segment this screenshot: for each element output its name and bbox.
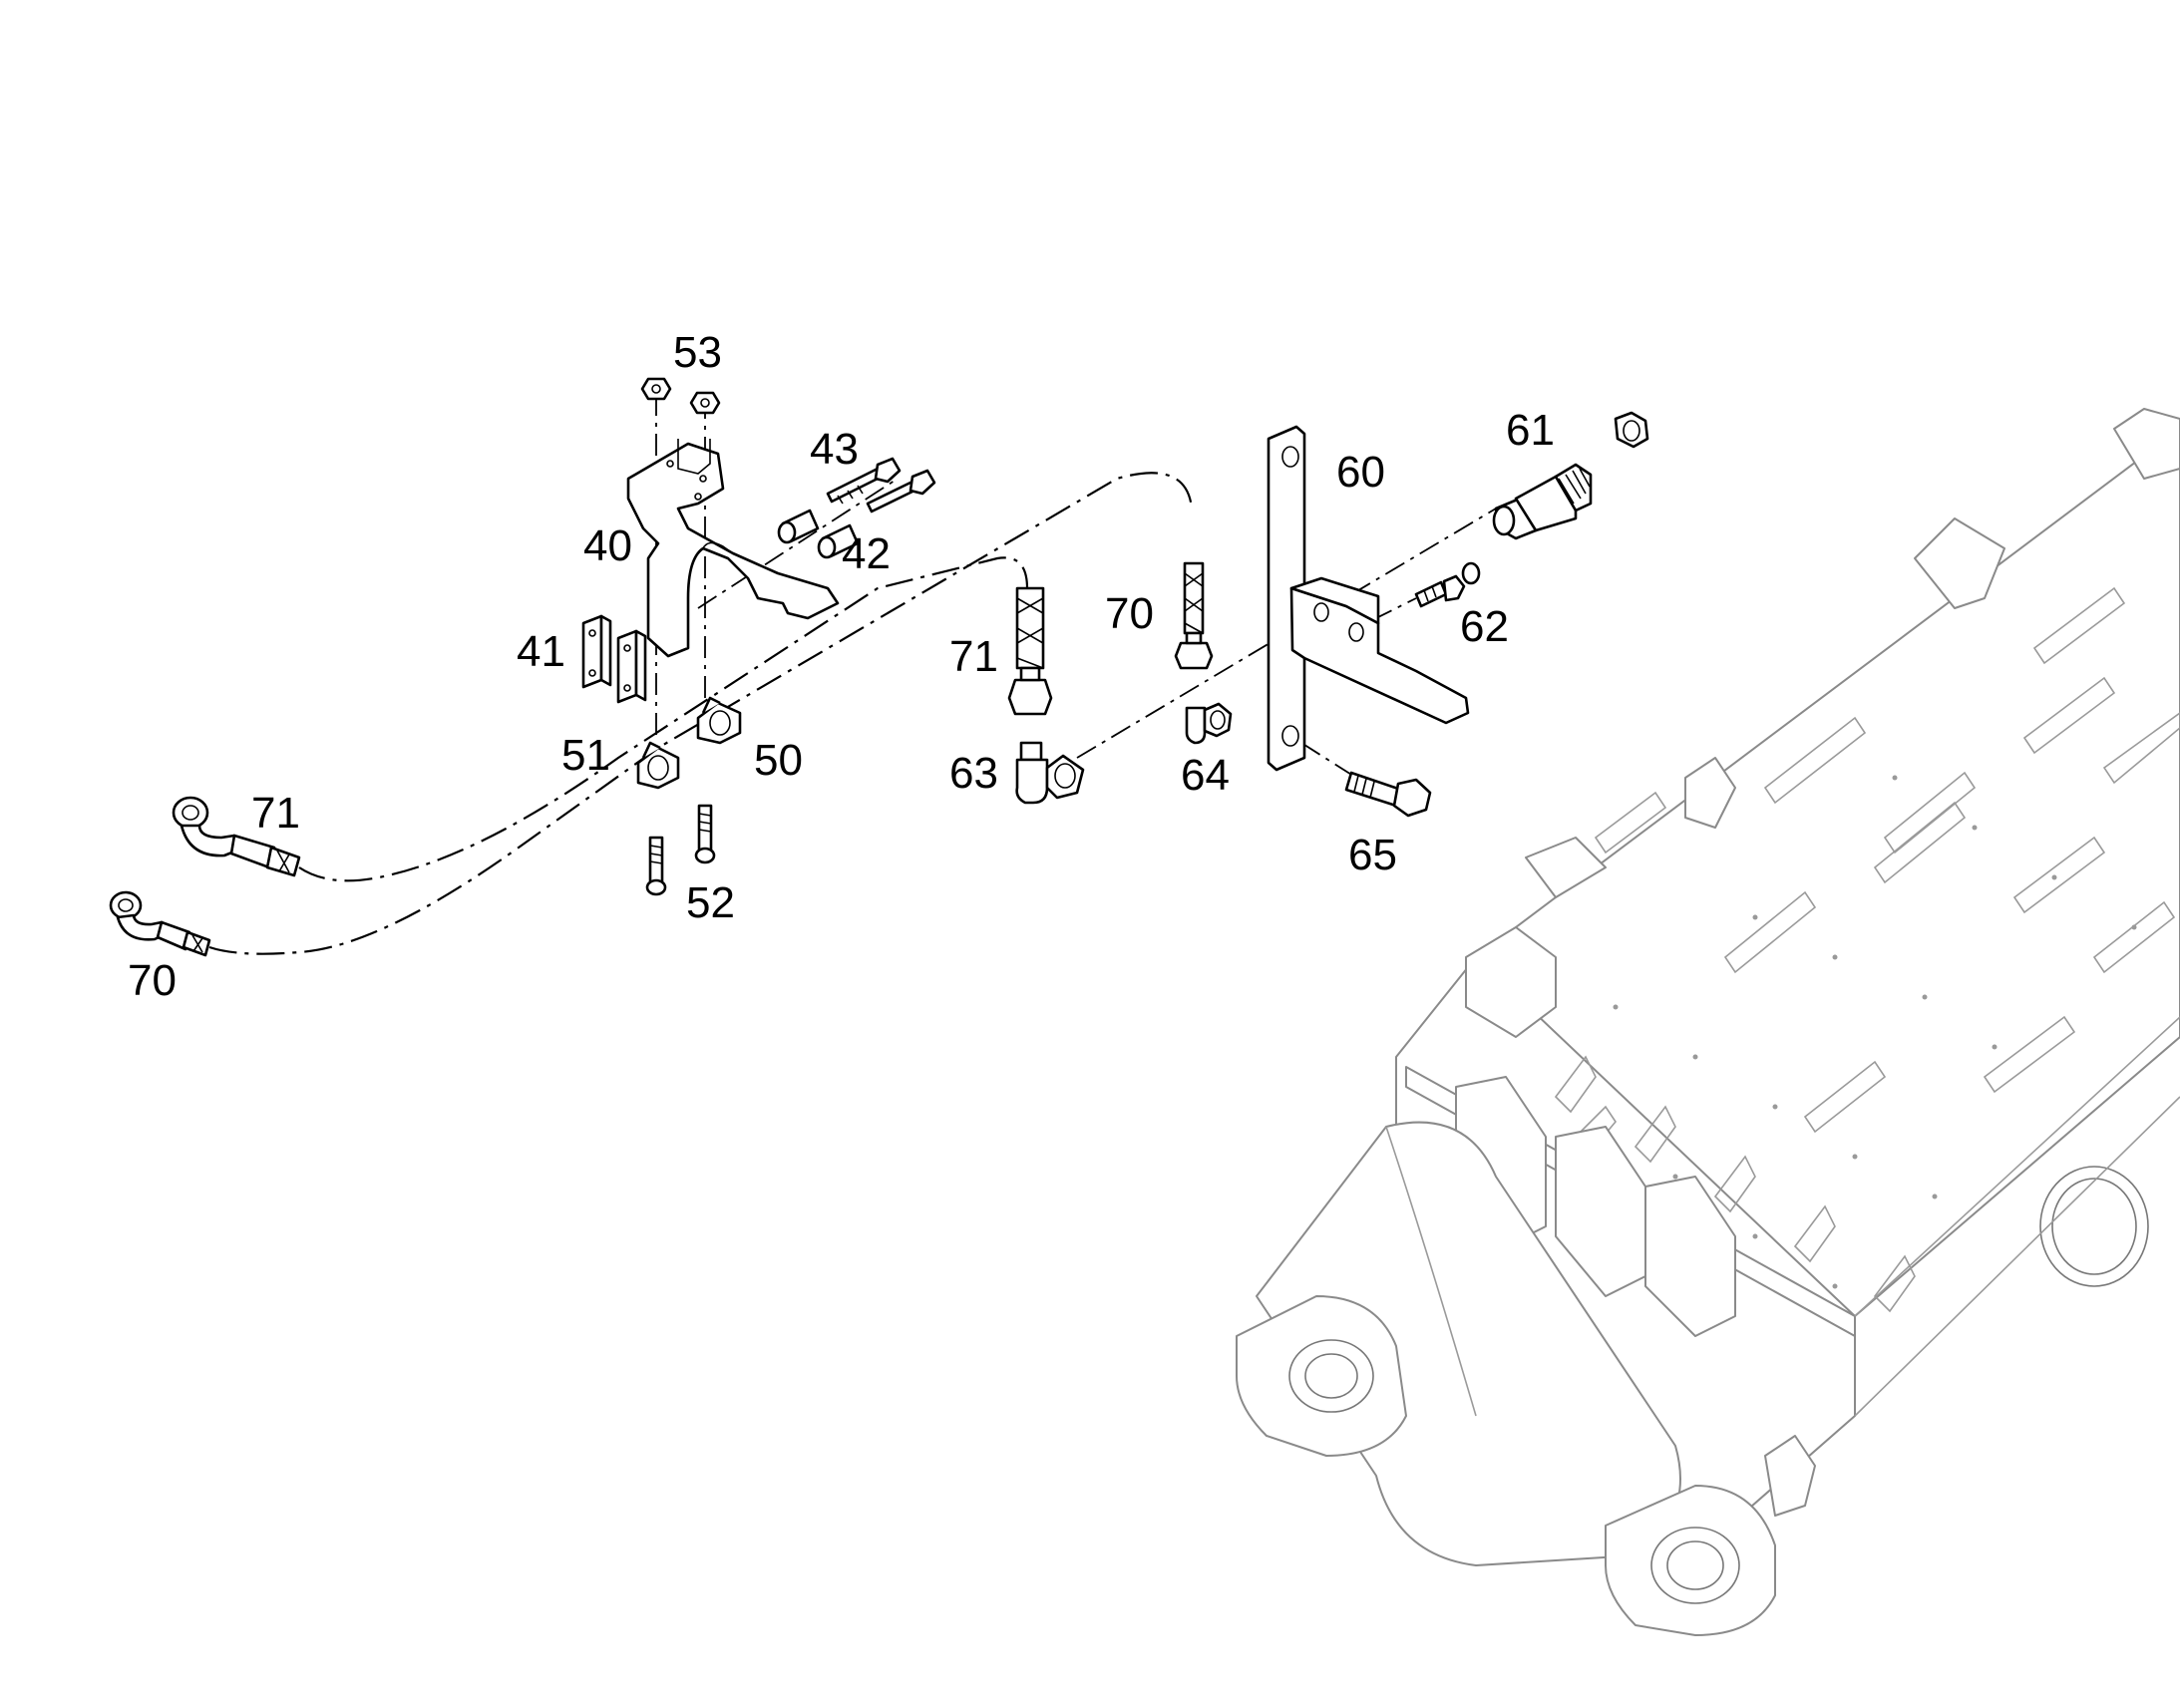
part-70-hose-end-left (109, 890, 211, 957)
callout-71-right: 71 (949, 632, 998, 681)
callout-43: 43 (810, 425, 859, 474)
callout-52: 52 (686, 878, 735, 927)
rivet-dots (1613, 775, 2137, 1289)
callout-62: 62 (1460, 602, 1509, 651)
part-53-nuts (640, 377, 721, 415)
callout-53: 53 (673, 328, 722, 377)
part-41-blocks (581, 614, 647, 704)
boom-frame-assembly (1236, 408, 2180, 1636)
callout-40: 40 (583, 521, 632, 570)
callout-70-right: 70 (1105, 589, 1154, 638)
callout-60: 60 (1336, 448, 1385, 497)
callout-65: 65 (1348, 831, 1397, 879)
callout-42: 42 (842, 529, 891, 578)
callout-64: 64 (1181, 751, 1230, 800)
callout-41: 41 (517, 627, 565, 676)
callout-61: 61 (1506, 406, 1555, 455)
part-63-elbow-fitting (1015, 741, 1085, 805)
callout-71-left: 71 (251, 789, 300, 838)
part-42-spacers (777, 509, 860, 559)
part-60-support-bracket (1267, 425, 1470, 772)
callout-70-left: 70 (128, 956, 177, 1005)
part-64-elbow-fitting (1185, 702, 1233, 745)
part-71-hose-end-right (1007, 586, 1053, 716)
part-62-bolt (1414, 561, 1481, 608)
part-50-clamp (696, 696, 742, 745)
part-52-bolts (645, 804, 716, 896)
part-43-bolts (826, 457, 936, 513)
callout-63: 63 (949, 749, 998, 798)
part-61-bulkhead-fitting (1492, 411, 1649, 540)
callout-50: 50 (754, 736, 803, 785)
part-51-clamp (636, 741, 680, 790)
part-65-bolt (1344, 771, 1432, 818)
part-40-bracket (626, 439, 840, 658)
part-71-hose-end-left (172, 796, 301, 877)
callout-labels: 53 43 40 42 41 51 50 52 71 70 71 63 70 6… (128, 328, 1555, 1005)
callout-51: 51 (561, 731, 610, 780)
part-70-hose-end-right (1174, 561, 1214, 670)
